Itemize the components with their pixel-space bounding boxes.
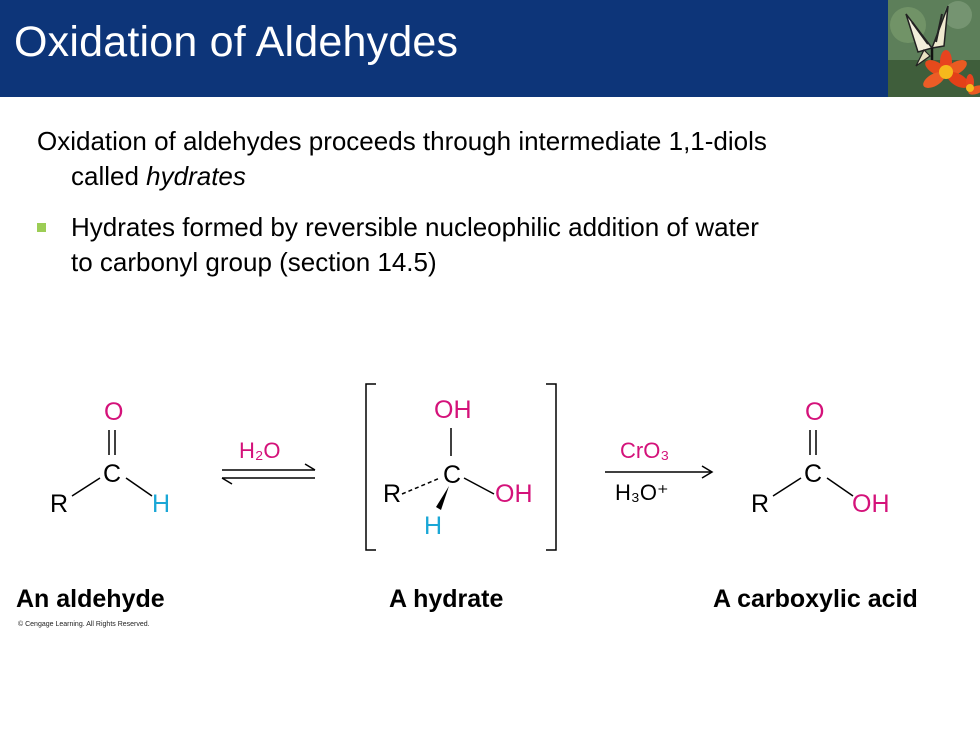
hydrate-oh-right: OH <box>495 480 533 508</box>
oxidation-arrow: CrO₃ H₃O⁺ <box>605 438 714 505</box>
reaction-scheme: O C R H H₂O OH C R OH H CrO₃ H₃O⁺ <box>50 383 890 551</box>
carboxylic-acid-caption: A carboxylic acid <box>713 585 918 613</box>
hydrates-term: hydrates <box>146 161 246 191</box>
hydrate-caption: A hydrate <box>389 585 504 613</box>
hydrate-hydrogen: H <box>424 512 442 540</box>
aldehyde-caption: An aldehyde <box>16 585 165 613</box>
aldehyde-oxygen: O <box>104 398 123 426</box>
slide-title: Oxidation of Aldehydes <box>14 18 459 66</box>
butterfly-photo-icon <box>888 0 980 97</box>
bullet-square-icon <box>37 223 46 232</box>
intro-line-2-prefix: called <box>71 161 147 191</box>
hydrate-structure: OH C R OH H <box>365 383 557 551</box>
bullet-line-2: to carbonyl group (section 14.5) <box>71 247 437 277</box>
bullet-line-1: Hydrates formed by reversible nucleophil… <box>71 212 759 242</box>
hydrate-r-group: R <box>383 480 401 508</box>
aldehyde-structure: O C R H <box>50 398 170 518</box>
bullet-item: Hydrates formed by reversible nucleophil… <box>37 210 957 280</box>
acid-carbon: C <box>804 460 822 488</box>
aldehyde-hydrogen: H <box>152 490 170 518</box>
title-bar: Oxidation of Aldehydes <box>0 0 980 97</box>
copyright-notice: © Cengage Learning. All Rights Reserved. <box>18 621 150 628</box>
hydrate-oh-top: OH <box>434 396 472 424</box>
intro-line-1: Oxidation of aldehydes proceeds through … <box>37 126 767 156</box>
carboxylic-acid-structure: O C R OH <box>751 398 890 518</box>
aldehyde-r-group: R <box>50 490 68 518</box>
hydronium-reagent: H₃O⁺ <box>615 480 669 505</box>
intro-line-2: called hydrates <box>37 159 957 194</box>
acid-r-group: R <box>751 490 769 518</box>
intro-paragraph: Oxidation of aldehydes proceeds through … <box>37 124 957 194</box>
aldehyde-carbon: C <box>103 460 121 488</box>
acid-hydroxyl: OH <box>852 490 890 518</box>
acid-oxygen: O <box>805 398 824 426</box>
water-reagent: H₂O <box>239 438 281 463</box>
chromium-trioxide-reagent: CrO₃ <box>620 438 669 463</box>
hydrate-carbon: C <box>443 461 461 489</box>
equilibrium-arrow: H₂O <box>221 438 316 485</box>
